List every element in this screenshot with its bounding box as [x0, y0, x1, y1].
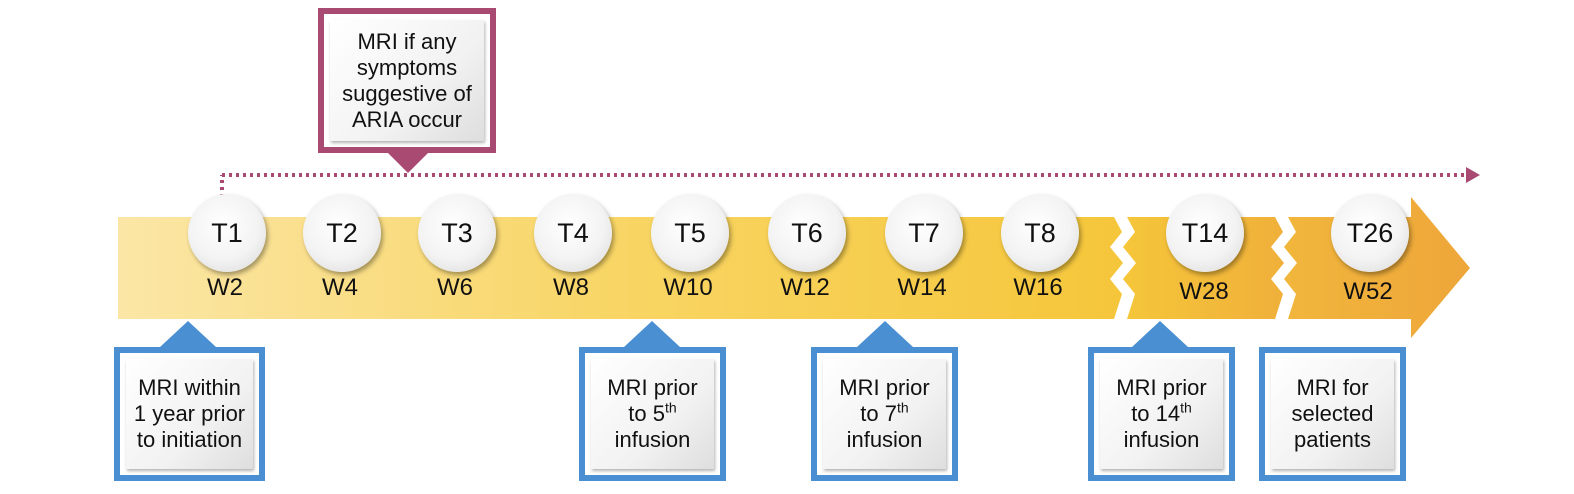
timepoint-t5: T5 [651, 194, 729, 272]
baseline-mri-callout: MRI within 1 year prior to initiation [114, 347, 265, 481]
timepoint-t14: T14 [1166, 194, 1244, 272]
week-label-w12: W12 [780, 274, 830, 301]
callout-line: MRI prior [839, 375, 930, 400]
callout-line: MRI if any [357, 28, 457, 54]
week-label-w4: W4 [322, 274, 358, 301]
callout-line: selected [1291, 401, 1374, 426]
callout-line: to 7th [860, 401, 908, 427]
seventh-callout-pointer [857, 321, 913, 347]
fourteenth-infusion-mri-callout: MRI prior to 14th infusion [1088, 347, 1235, 481]
callout-line: to 5th [628, 401, 676, 427]
callout-text: to 7 [860, 401, 897, 426]
callout-line: to initiation [136, 427, 243, 452]
callout-line: patients [1293, 427, 1372, 452]
callout-line: to 14th [1131, 401, 1192, 427]
callout-line: MRI prior [1116, 375, 1207, 400]
callout-line: symptoms [356, 54, 458, 80]
week-label-w2: W2 [207, 274, 243, 301]
callout-line: MRI for [1296, 375, 1369, 400]
timepoint-t2: T2 [303, 194, 381, 272]
week-label-w52: W52 [1343, 278, 1393, 305]
ordinal-suffix: th [1180, 399, 1192, 416]
ordinal-suffix: th [665, 399, 677, 416]
callout-line: infusion [614, 427, 691, 452]
timepoint-t6: T6 [768, 194, 846, 272]
fifth-infusion-mri-callout: MRI prior to 5th infusion [579, 347, 726, 481]
callout-line: infusion [1123, 427, 1200, 452]
timepoint-t7: T7 [885, 194, 963, 272]
callout-line: infusion [846, 427, 923, 452]
timeline-arrow-segment-1 [118, 217, 1123, 319]
fourteenth-callout-pointer [1132, 321, 1188, 347]
callout-line: MRI prior [607, 375, 698, 400]
arrowhead-icon [1466, 167, 1480, 183]
callout-line: suggestive of [342, 80, 472, 106]
week-label-w14: W14 [897, 274, 947, 301]
selected-patients-mri-callout: MRI for selected patients [1259, 347, 1406, 481]
callout-line: ARIA occur [351, 106, 463, 132]
week-label-w8: W8 [553, 274, 589, 301]
aria-callout-pointer [386, 151, 430, 173]
callout-line: MRI within [138, 375, 241, 400]
timepoint-t8: T8 [1001, 194, 1079, 272]
ordinal-suffix: th [897, 399, 909, 416]
week-label-w6: W6 [437, 274, 473, 301]
callout-line: 1 year prior [133, 401, 246, 426]
timepoint-t4: T4 [534, 194, 612, 272]
callout-text: to 14 [1131, 401, 1181, 426]
timepoint-t26: T26 [1331, 194, 1409, 272]
timepoint-t3: T3 [418, 194, 496, 272]
week-label-w28: W28 [1179, 278, 1229, 305]
week-label-w10: W10 [663, 274, 713, 301]
week-label-w16: W16 [1013, 274, 1063, 301]
timepoint-t1: T1 [188, 194, 266, 272]
aria-symptom-callout: MRI if any symptoms suggestive of ARIA o… [318, 8, 496, 153]
seventh-infusion-mri-callout: MRI prior to 7th infusion [811, 347, 958, 481]
fifth-callout-pointer [624, 321, 680, 347]
baseline-callout-pointer [160, 321, 216, 347]
callout-text: to 5 [628, 401, 665, 426]
